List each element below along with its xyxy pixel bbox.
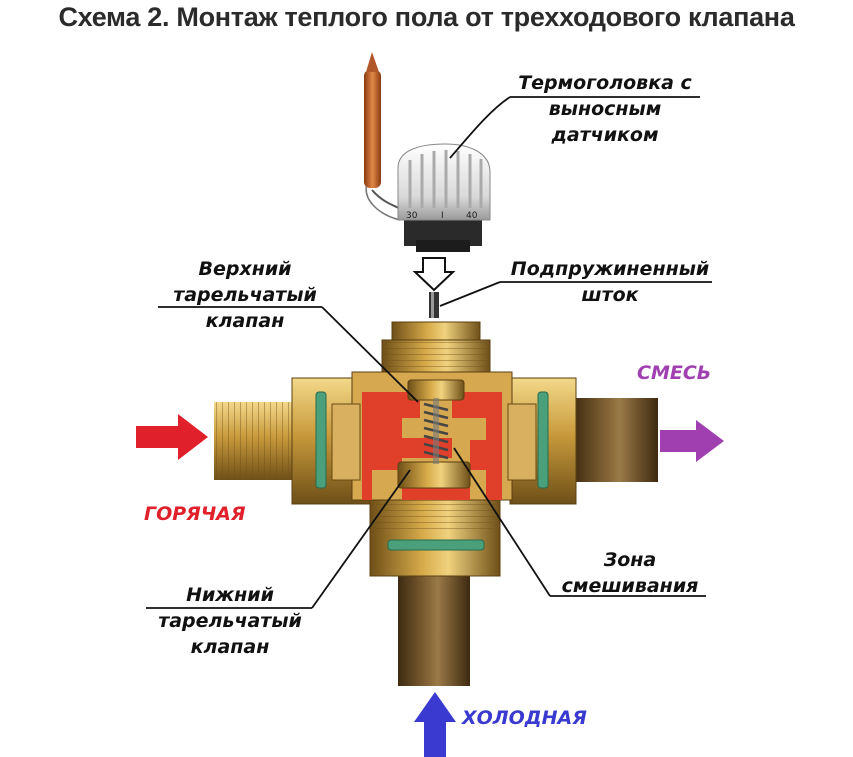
diagram-title: Схема 2. Монтаж теплого пола от трехходо… — [58, 2, 795, 32]
flow-label-hot: ГОРЯЧАЯ — [144, 503, 246, 525]
scale-mark-40: 40 — [466, 211, 478, 221]
label-lower-valve: Нижний тарельчатый клапан — [158, 584, 302, 658]
label-upper-valve: Верхний тарельчатый клапан — [173, 258, 317, 332]
remote-sensor-icon — [364, 70, 381, 188]
flow-label-mix: СМЕСЬ — [637, 362, 712, 384]
scale-mark-mid: I — [441, 211, 444, 221]
hot-inflow-arrow-icon — [136, 414, 208, 460]
thermostatic-head: 30 I 40 — [364, 52, 491, 252]
label-thermo-head: Термоголовка с выносным датчиком — [518, 72, 692, 146]
valve-body — [214, 321, 658, 686]
label-spring-stem: Подпружиненный шток — [510, 258, 710, 306]
flow-label-cold: ХОЛОДНАЯ — [462, 707, 587, 729]
mix-outflow-arrow-icon — [660, 420, 724, 462]
down-arrow-icon — [412, 257, 456, 292]
cold-inflow-arrow-icon — [414, 692, 456, 757]
label-mixing-zone: Зона смешивания — [561, 549, 699, 597]
leader-lines — [146, 96, 712, 609]
scale-mark-30: 30 — [406, 211, 418, 221]
